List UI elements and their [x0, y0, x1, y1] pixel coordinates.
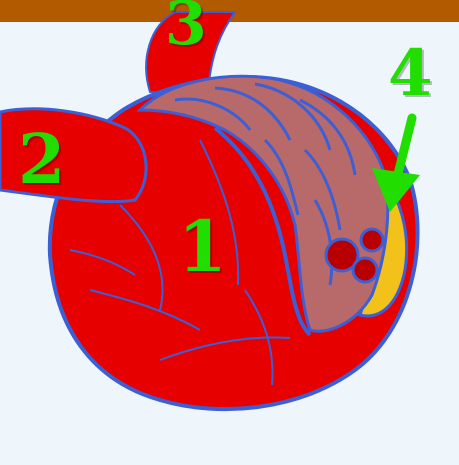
label-2: 2: [18, 126, 65, 194]
label-4: 4: [388, 42, 433, 106]
label-1: 1: [178, 212, 227, 282]
label-3: 3: [165, 0, 207, 54]
